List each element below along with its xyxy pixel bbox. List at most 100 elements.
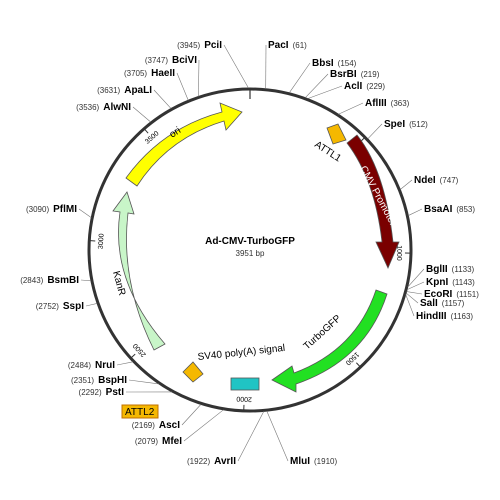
site-name: MluI (290, 456, 310, 467)
site-label-psti: (2292)PstI (79, 387, 125, 398)
site-leader-line (406, 291, 423, 295)
features: ori ATTL1 CMV Promoter TurboGFP SV40 pol… (110, 102, 400, 393)
site-name: PacI (268, 40, 289, 51)
site-label-nrui: (2484) NruI (68, 360, 115, 371)
site-label-avrii: (1922)AvrII (187, 456, 236, 467)
tick-mark (144, 129, 149, 134)
site-name: BciVI (172, 55, 197, 66)
plasmid-length: 3951 bp (236, 249, 265, 258)
tick-mark (355, 362, 361, 367)
site-name: AscI (159, 420, 180, 431)
site-name: EcoRI (424, 289, 453, 300)
tick-label: 3000 (98, 233, 106, 249)
site-leader-line (198, 59, 200, 97)
site-label-alwni: (3536) AlwNI (76, 102, 131, 113)
attl1-label: ATTL1 (312, 139, 343, 164)
site-position: (2169) (132, 421, 155, 430)
site-label-acli: AclI(229) (344, 81, 385, 92)
site-name: BsrBI (330, 69, 357, 80)
site-leader-line (183, 409, 224, 442)
site-name: SpeI (384, 119, 405, 130)
site-leader-line (223, 44, 249, 89)
site-label-paci: PacI (61) (268, 40, 307, 51)
turbogfp-label: TurboGFP (302, 313, 344, 352)
site-name: AlwNI (103, 102, 131, 113)
site-name: MfeI (162, 436, 182, 447)
site-position: (229) (366, 82, 385, 91)
site-name: AclI (344, 81, 363, 92)
tick-mark (131, 353, 136, 358)
site-label-pcii: (3945)PciI (177, 40, 222, 51)
site-position: (1133) (452, 265, 475, 274)
site-leader-line (338, 102, 364, 115)
site-position: (3631) (97, 86, 120, 95)
ori-arrow (125, 102, 243, 187)
site-leader-line (78, 208, 92, 218)
attl1-arrow (326, 123, 347, 145)
site-leader-line (132, 106, 151, 123)
site-leader-line (406, 281, 425, 290)
site-name: AflIII (365, 98, 387, 109)
site-name: PstI (106, 387, 125, 398)
site-leader-line (289, 62, 311, 94)
attl2-badge (121, 404, 159, 419)
site-label-kpni: KpnI (1143) (426, 277, 475, 288)
sv40-label: SV40 poly(A) signal (197, 343, 285, 363)
site-leader-line (307, 85, 343, 99)
site-label-bglii: BglII (1133) (426, 264, 475, 275)
site-name: NdeI (414, 175, 436, 186)
site-name: NruI (95, 360, 115, 371)
site-position: (154) (338, 59, 357, 68)
site-name: SspI (63, 301, 84, 312)
site-leader-line (237, 411, 265, 462)
site-label-bsrbi: BsrBI(219) (330, 69, 380, 80)
site-position: (3536) (76, 103, 99, 112)
plasmid-name: Ad-CMV-TurboGFP (205, 236, 295, 247)
site-position: (3747) (145, 56, 168, 65)
site-position: (1922) (187, 457, 210, 466)
site-position: (3090) (26, 205, 49, 214)
site-name: HindIII (416, 311, 447, 322)
tick-label: 1000 (395, 245, 402, 261)
site-leader-line (80, 279, 91, 282)
site-leader-line (305, 73, 329, 98)
site-leader-line (128, 379, 159, 385)
site-name: KpnI (426, 277, 448, 288)
site-leader-line (181, 404, 202, 426)
site-name: BbsI (312, 58, 334, 69)
site-name: BsaAI (424, 204, 453, 215)
site-position: (853) (456, 205, 475, 214)
tick-label: 2000 (236, 395, 252, 403)
site-position: (3945) (177, 41, 200, 50)
site-leader-line (367, 123, 383, 140)
turbogfp-arrow (271, 289, 388, 393)
site-label-haeii: (3705)HaeII (124, 68, 175, 79)
site-leader-line (116, 361, 133, 366)
site-name: BglII (426, 264, 448, 275)
site-position: (747) (440, 176, 459, 185)
site-position: (2843) (20, 276, 43, 285)
site-position: (3705) (124, 69, 147, 78)
site-label-bbsi: BbsI (154) (312, 58, 357, 69)
site-position: (2752) (36, 302, 59, 311)
site-leader-line (400, 179, 413, 190)
site-label-bsphi: (2351)BspHI (71, 375, 127, 386)
site-leader-line (176, 72, 189, 101)
site-position: (61) (293, 41, 308, 50)
site-label-mlui: MluI(1910) (290, 456, 337, 467)
site-position: (2351) (71, 376, 94, 385)
site-leader-line (407, 268, 425, 288)
site-label-bsmbi: (2843)BsmBI (20, 275, 79, 286)
site-position: (1143) (452, 278, 475, 287)
site-leader-line (408, 208, 423, 216)
sv40-box (230, 377, 260, 391)
restriction-sites: PacI (61) BbsI (154)BsrBI(219)AclI(229) AflI… (20, 40, 479, 467)
kanr-arrow (112, 191, 166, 351)
site-label-pflmi: (3090) PflMI (26, 204, 77, 215)
site-name: PflMI (53, 204, 77, 215)
site-label-bsaai: BsaAI(853) (424, 204, 475, 215)
site-position: (2484) (68, 361, 91, 370)
site-position: (512) (409, 120, 428, 129)
site-position: (363) (391, 99, 410, 108)
